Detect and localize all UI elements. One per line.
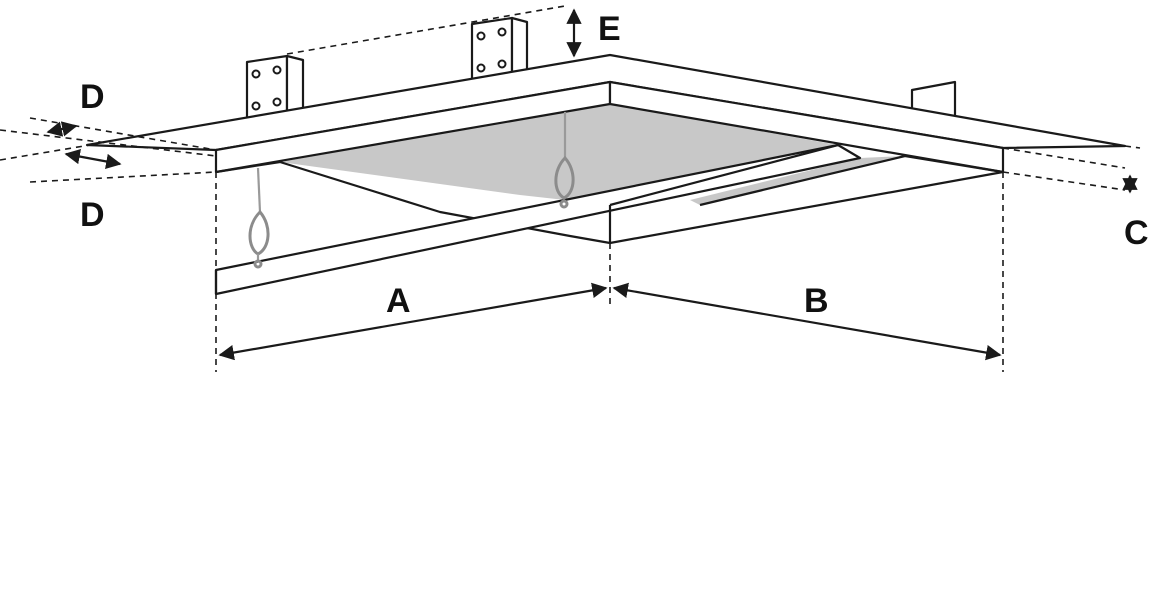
extension-lines xyxy=(0,5,1141,372)
frame xyxy=(214,80,1005,296)
mounting-bracket-right xyxy=(470,16,529,88)
label-d-top: D xyxy=(80,78,105,116)
dimension-arrows xyxy=(46,8,1138,361)
mounting-bracket-left xyxy=(245,54,305,126)
safety-wire-left xyxy=(248,167,270,269)
label-d-bottom: D xyxy=(80,196,105,234)
safety-wire-right xyxy=(554,112,575,209)
dimension-a-arrow xyxy=(218,282,608,361)
label-b: B xyxy=(804,282,829,320)
label-c: C xyxy=(1124,214,1149,252)
label-a: A xyxy=(386,282,411,320)
dimension-d-arrow-lower xyxy=(64,148,122,170)
label-e: E xyxy=(598,10,621,48)
dimension-d-arrow-upper xyxy=(46,121,78,137)
dimension-b-arrow xyxy=(612,282,1002,361)
